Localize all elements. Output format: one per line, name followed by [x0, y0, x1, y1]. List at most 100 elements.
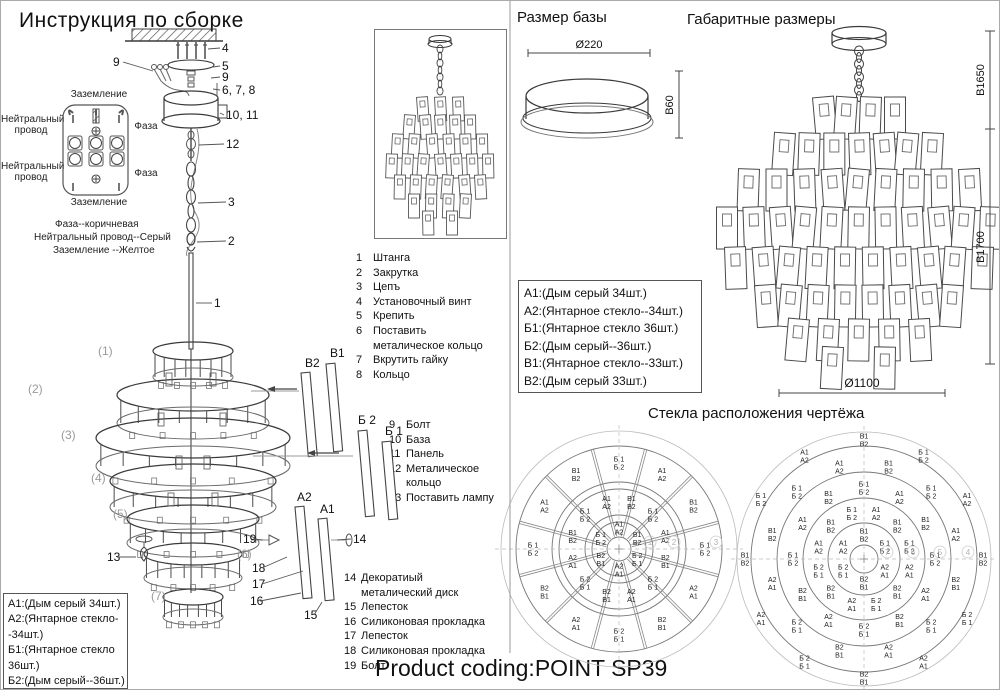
glass-pos-label: Б 2: [580, 576, 591, 583]
glass-count-row: A1:(Дым серый 34шт.): [524, 286, 647, 300]
base-size-title: Размер базы: [517, 9, 607, 26]
glass-pos-label: Б 1: [926, 628, 937, 635]
glass-pos-label: A2: [919, 656, 928, 663]
glass-pos-label: Б 1: [799, 664, 810, 671]
glass-pos-label: B1: [860, 529, 869, 536]
glass-pos-label: B2: [860, 577, 869, 584]
part-label: Вкрутить гайку: [373, 354, 449, 367]
wiring-diagram: [62, 104, 129, 196]
callout-12: 12: [226, 137, 240, 151]
glass-pos-label: Б 1: [847, 507, 858, 514]
tier-label: (3): [61, 428, 76, 442]
callout-13: 13: [107, 550, 121, 564]
glass-pos-label: B2: [798, 588, 807, 595]
part-label: База: [406, 433, 431, 446]
part-label: Закрутка: [373, 266, 419, 279]
glass-pos-label: Б 1: [871, 606, 882, 613]
glass-pos-label: B2: [572, 476, 581, 483]
glass-pos-label: A2: [921, 588, 930, 595]
wiring-label-ground-bottom: Заземление: [70, 197, 128, 208]
part-label: Поставить металическое кольцо: [373, 324, 483, 352]
glass-pos-label: Б 1: [792, 485, 803, 492]
glass-pos-label: A1: [602, 496, 611, 503]
glass-pos-label: B2: [627, 504, 636, 511]
tier-marker-2: 2: [672, 538, 677, 547]
callout-19: 19: [243, 532, 257, 546]
glass-pos-label: Б 1: [632, 561, 643, 568]
glass-pos-label: A2: [963, 501, 972, 508]
glass-pos-label: B1: [824, 491, 833, 498]
glass-pos-label: Б 2: [648, 517, 659, 524]
tier-label: (1): [98, 344, 113, 358]
glass-pos-label: B1: [572, 468, 581, 475]
part-label: Силиконовая прокладка: [361, 644, 486, 657]
glass-count-row: A1:(Дым серый 34шт.): [8, 598, 121, 610]
glass-pos-label: A2: [814, 548, 823, 555]
glass-pos-label: Б 2: [648, 576, 659, 583]
glass-pos-label: Б 1: [648, 509, 659, 516]
glass-pos-label: B2: [951, 577, 960, 584]
dim-overall-diameter: Ø1100: [844, 376, 879, 390]
glass-pos-label: B2: [824, 499, 833, 506]
glass-pos-label: Б 2: [880, 549, 891, 556]
part-label: Цепъ: [373, 281, 401, 294]
glass-pos-label: B2: [826, 586, 835, 593]
glass-pos-label: B1: [627, 496, 636, 503]
part-number: 4: [356, 295, 363, 308]
glass-pos-label: B1: [689, 500, 698, 507]
tier-marker-1: 1: [648, 538, 653, 547]
tier-marker-5: 5: [938, 548, 943, 557]
glass-count-table-left: A1:(Дым серый 34шт.)A2:(Янтарное стекло-…: [3, 593, 128, 689]
glass-pos-label: B1: [661, 563, 670, 570]
glass-pos-label: B1: [893, 594, 902, 601]
glass-pos-label: B2: [689, 508, 698, 515]
glass-pos-label: Б 2: [859, 624, 870, 631]
glass-pos-label: B2: [860, 537, 869, 544]
callout-9: 9: [222, 70, 229, 84]
glass-pos-label: Б 1: [792, 628, 803, 635]
glass-pos-label: Б 2: [632, 553, 643, 560]
glass-pos-label: B1: [826, 594, 835, 601]
tier-marker-3: 3: [714, 538, 719, 547]
glass-pos-label: B1: [895, 622, 904, 629]
part-label: Поставить лампу: [406, 491, 494, 504]
part-label: Болт: [406, 419, 431, 431]
glass-pos-label: Б 1: [838, 573, 849, 580]
glass-pos-label: A1: [814, 540, 823, 547]
part-number: 9: [389, 419, 396, 431]
glass-pos-label: B2: [602, 589, 611, 596]
glass-pos-label: A1: [884, 652, 893, 659]
glass-pos-label: A2: [768, 577, 777, 584]
glass-pos-label: B1: [658, 625, 667, 632]
glass-pos-label: B2: [568, 538, 577, 545]
glass-pos-label: Б 2: [871, 598, 882, 605]
dim-base-diameter: Ø220: [576, 39, 603, 51]
glass-pos-label: Б 2: [788, 561, 799, 568]
callout-17: 17: [252, 577, 266, 591]
glass-pos-label: Б 2: [756, 501, 767, 508]
glass-count-row: Б2:(Дым серый--36шт.): [524, 338, 652, 353]
glass-pos-label: B2: [860, 442, 869, 449]
glass-pos-label: B2: [884, 469, 893, 476]
wiring-label-neutral-top: Нейтральный провод: [1, 114, 65, 136]
glass-pos-label: Б 2: [859, 490, 870, 497]
glass-count-row: Б1:(Янтарное стекло 36шт.): [524, 321, 679, 336]
glass-pos-label: A2: [661, 538, 670, 545]
glass-pos-label: B1: [860, 680, 869, 687]
glass-count-row: Б2:(Дым серый--36шт.): [8, 675, 125, 688]
part-number: 2: [356, 266, 363, 279]
glass-pos-label: A1: [905, 573, 914, 580]
glass-pos-label: Б 1: [528, 543, 539, 550]
glass-pos-label: A2: [627, 589, 636, 596]
glass-pos-label: Б 2: [926, 493, 937, 500]
part-number: 3: [356, 281, 363, 294]
glass-pos-label: A2: [568, 555, 577, 562]
glass-pos-label: B1: [884, 461, 893, 468]
callout-16: 16: [250, 594, 264, 608]
glass-pos-label: Б 1: [580, 509, 591, 516]
glass-pos-label: A2: [602, 504, 611, 511]
